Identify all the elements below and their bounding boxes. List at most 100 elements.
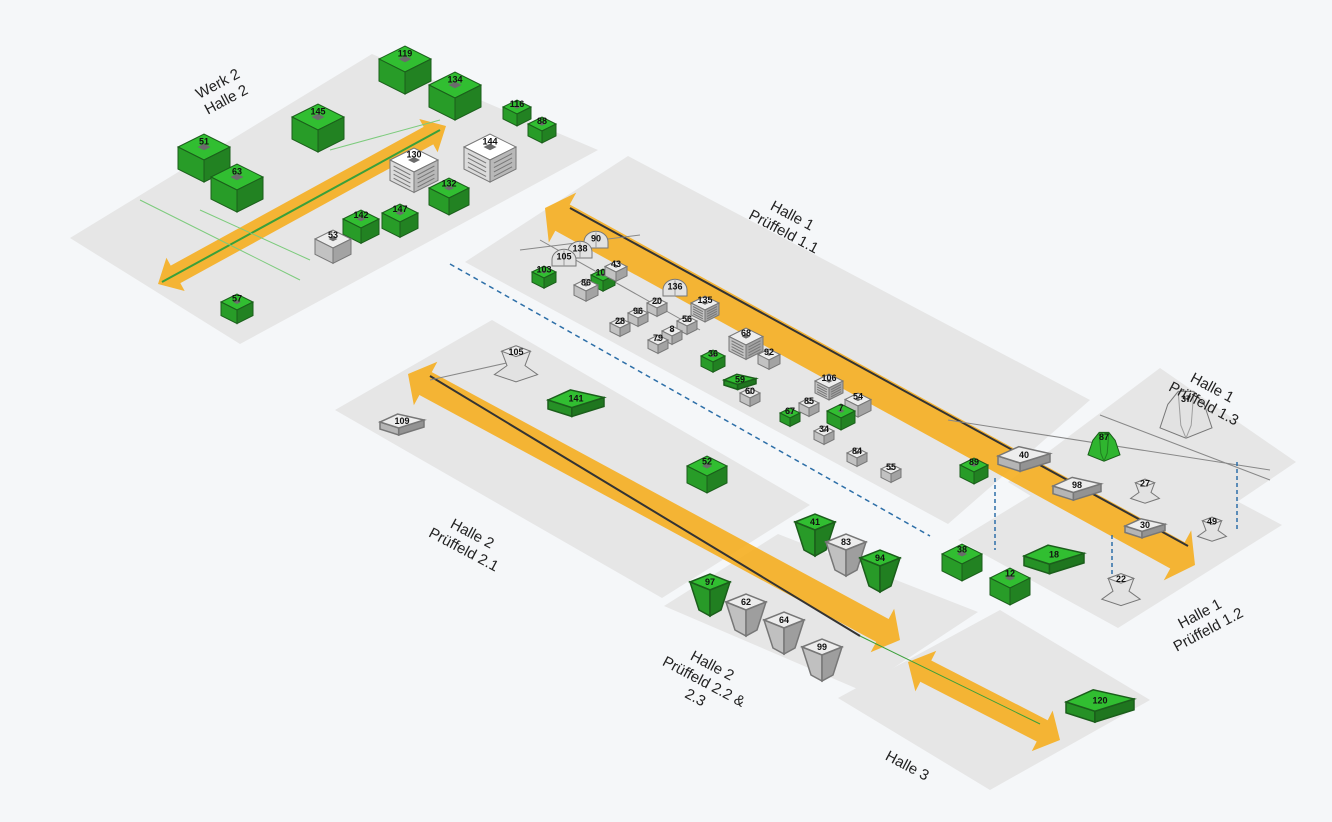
machine-number: 40	[1019, 450, 1029, 460]
machine-18[interactable]: 18	[1021, 544, 1087, 575]
machine-27[interactable]: 27	[1129, 478, 1161, 504]
machine-49[interactable]: 49	[1196, 516, 1228, 542]
machine-41[interactable]: 41	[792, 513, 838, 558]
machine-92[interactable]: 92	[756, 347, 782, 371]
machine-number: 64	[779, 615, 789, 625]
machine-12[interactable]: 12	[988, 567, 1032, 606]
machine-120[interactable]: 120	[1063, 688, 1137, 724]
machine-number: 85	[804, 396, 814, 406]
machine-86[interactable]: 86	[572, 277, 600, 303]
machine-number: 49	[1207, 516, 1217, 526]
machine-36[interactable]: 36	[699, 348, 727, 374]
machine-85[interactable]: 85	[797, 396, 821, 418]
machine-147[interactable]: 147	[380, 203, 420, 239]
machine-7[interactable]: 7	[825, 403, 857, 431]
machine-62[interactable]: 62	[723, 593, 769, 638]
machine-67[interactable]: 67	[778, 406, 802, 428]
machine-22[interactable]: 22	[1100, 573, 1142, 607]
machine-116[interactable]: 116	[501, 99, 533, 127]
machine-51[interactable]: 51	[176, 133, 232, 183]
machine-119[interactable]: 119	[377, 45, 433, 95]
zone-label-line: Halle 3	[883, 748, 932, 785]
machine-40[interactable]: 40	[995, 445, 1053, 473]
machine-number: 62	[741, 597, 751, 607]
machine-number: 144	[482, 136, 497, 146]
machine-number: 20	[652, 296, 662, 306]
machine-20[interactable]: 20	[645, 296, 669, 318]
machine-64[interactable]: 64	[761, 611, 807, 656]
machine-135[interactable]: 135	[689, 295, 721, 323]
machine-97[interactable]: 97	[687, 573, 733, 618]
machine-60[interactable]: 60	[738, 386, 762, 408]
machine-53[interactable]: 53	[313, 229, 353, 265]
machine-55[interactable]: 55	[879, 462, 903, 484]
machine-number: 41	[810, 517, 820, 527]
machine-98[interactable]: 98	[1050, 476, 1104, 502]
zone-label-halle2-pf22: Halle 2Prüffeld 2.2 &2.3	[651, 637, 756, 726]
machine-68[interactable]: 68	[727, 327, 765, 361]
zone-label-werk2-halle2: Werk 2Halle 2	[193, 65, 251, 118]
machine-number: 67	[785, 406, 795, 416]
line	[139, 199, 301, 281]
machine-37[interactable]: 37	[1159, 390, 1213, 439]
machine-88[interactable]: 88	[526, 116, 558, 144]
machine-105[interactable]: 105	[493, 345, 539, 383]
machine-145[interactable]: 145	[290, 103, 346, 153]
machine-number: 134	[447, 74, 462, 84]
machine-142[interactable]: 142	[341, 209, 381, 245]
machine-number: 103	[536, 264, 551, 274]
machine-130[interactable]: 130	[388, 147, 440, 194]
machine-59[interactable]: 59	[721, 373, 759, 391]
machine-103[interactable]: 103	[530, 264, 558, 290]
machine-90[interactable]: 90	[583, 230, 609, 249]
connector-dashed	[449, 263, 931, 537]
machine-136[interactable]: 136	[662, 278, 688, 297]
machine-number: 38	[957, 545, 967, 555]
machine-34[interactable]: 34	[812, 424, 836, 446]
machine-number: 97	[705, 577, 715, 587]
machine-number: 12	[1005, 569, 1015, 579]
machine-144[interactable]: 144	[462, 133, 518, 183]
machine-number: 145	[310, 106, 325, 116]
zone-label-halle1-pf12: Halle 1Prüffeld 1.2	[1162, 589, 1246, 656]
machine-number: 136	[667, 281, 682, 291]
machine-89[interactable]: 89	[958, 457, 990, 485]
machine-number: 105	[508, 347, 523, 357]
machine-109[interactable]: 109	[377, 413, 427, 437]
machine-134[interactable]: 134	[427, 71, 483, 121]
machine-141[interactable]: 141	[545, 389, 607, 418]
machine-63[interactable]: 63	[209, 163, 265, 213]
machine-8[interactable]: 8	[660, 324, 684, 346]
connection-lines	[139, 119, 1271, 725]
machine-number: 54	[853, 392, 863, 402]
machine-number: 135	[697, 295, 712, 305]
machine-57[interactable]: 57	[219, 293, 255, 325]
machine-132[interactable]: 132	[427, 177, 471, 216]
machine-30[interactable]: 30	[1122, 518, 1168, 539]
machine-number: 18	[1049, 550, 1059, 560]
machine-106[interactable]: 106	[813, 373, 845, 401]
machine-number: 51	[199, 136, 209, 146]
machine-56[interactable]: 56	[675, 314, 699, 336]
machine-number: 147	[392, 204, 407, 214]
conveyor-rail	[429, 375, 861, 637]
machine-105[interactable]: 105	[551, 248, 577, 267]
machine-94[interactable]: 94	[857, 549, 903, 594]
machine-84[interactable]: 84	[845, 446, 869, 468]
machine-43[interactable]: 43	[603, 259, 629, 283]
machine-52[interactable]: 52	[685, 455, 729, 494]
machine-99[interactable]: 99	[799, 638, 845, 683]
machine-96[interactable]: 96	[626, 306, 650, 328]
machine-83[interactable]: 83	[823, 533, 869, 578]
machine-number: 120	[1092, 695, 1107, 705]
machine-87[interactable]: 87	[1087, 431, 1121, 462]
machine-number: 90	[591, 233, 601, 243]
machine-38[interactable]: 38	[940, 543, 984, 582]
line	[329, 119, 441, 151]
machine-number: 55	[886, 462, 896, 472]
machine-number: 86	[581, 277, 591, 287]
machine-number: 27	[1140, 478, 1150, 488]
machine-28[interactable]: 28	[608, 316, 632, 338]
machine-number: 8	[669, 324, 674, 334]
machine-79[interactable]: 79	[646, 333, 670, 355]
